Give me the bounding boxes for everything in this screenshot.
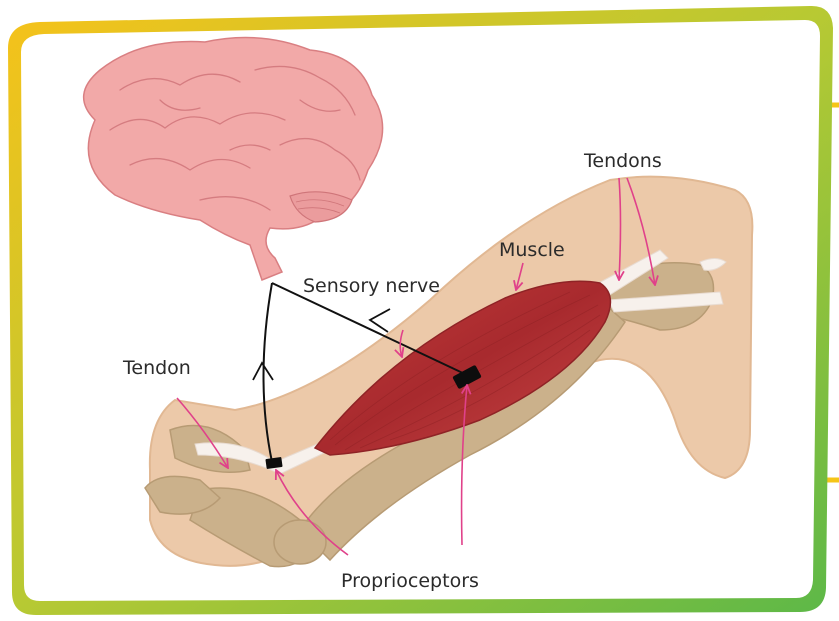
label-sensory-nerve: Sensory nerve [303,275,440,297]
label-proprioceptors: Proprioceptors [341,570,479,592]
label-muscle: Muscle [499,239,565,261]
label-tendons: Tendons [583,150,662,172]
label-tendon: Tendon [122,357,191,379]
